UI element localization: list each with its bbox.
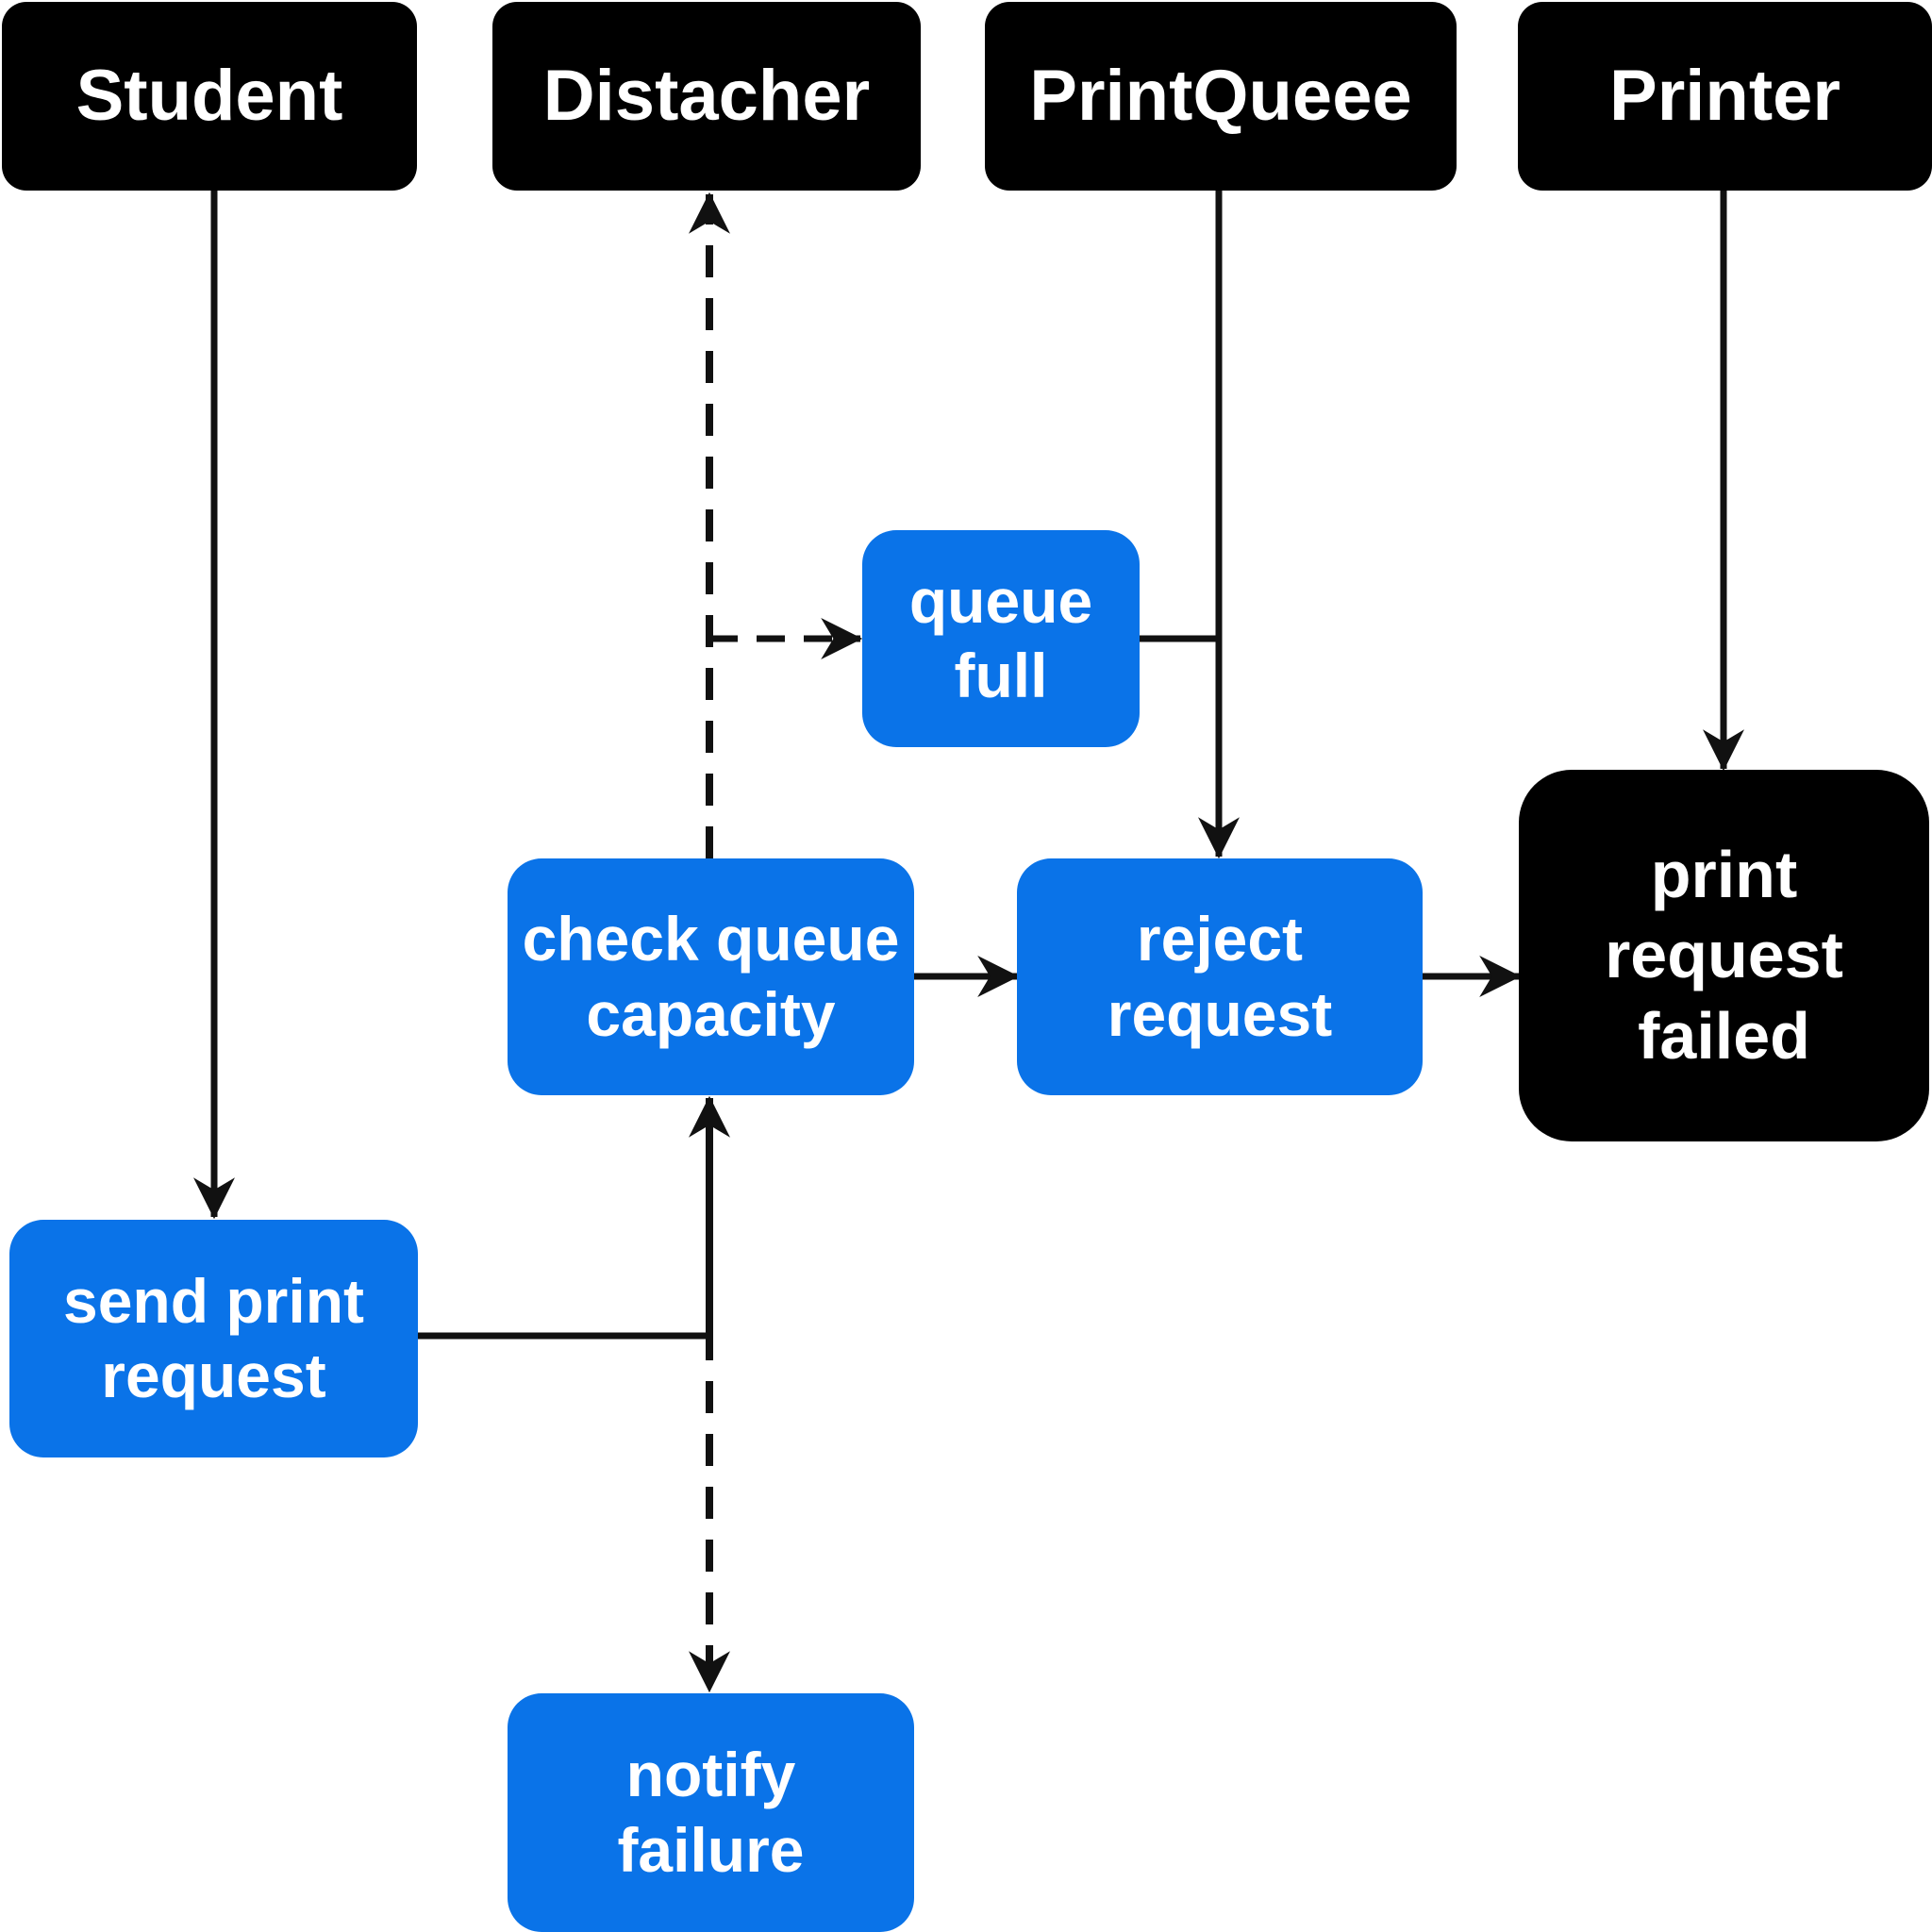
lane-header-print-queue: PrintQueee xyxy=(985,2,1457,191)
lane-header-student: Student xyxy=(2,2,417,191)
step-send-print-request: send print request xyxy=(9,1220,418,1457)
step-check-queue-capacity: check queue capacity xyxy=(508,858,914,1095)
step-reject-request: reject request xyxy=(1017,858,1423,1095)
step-print-request-failed: print request failed xyxy=(1519,770,1929,1141)
step-notify-failure: notify failure xyxy=(508,1693,914,1932)
step-queue-full: queue full xyxy=(862,530,1140,747)
lane-header-printer: Printer xyxy=(1518,2,1932,191)
lane-header-dispatcher: Distacher xyxy=(492,2,921,191)
